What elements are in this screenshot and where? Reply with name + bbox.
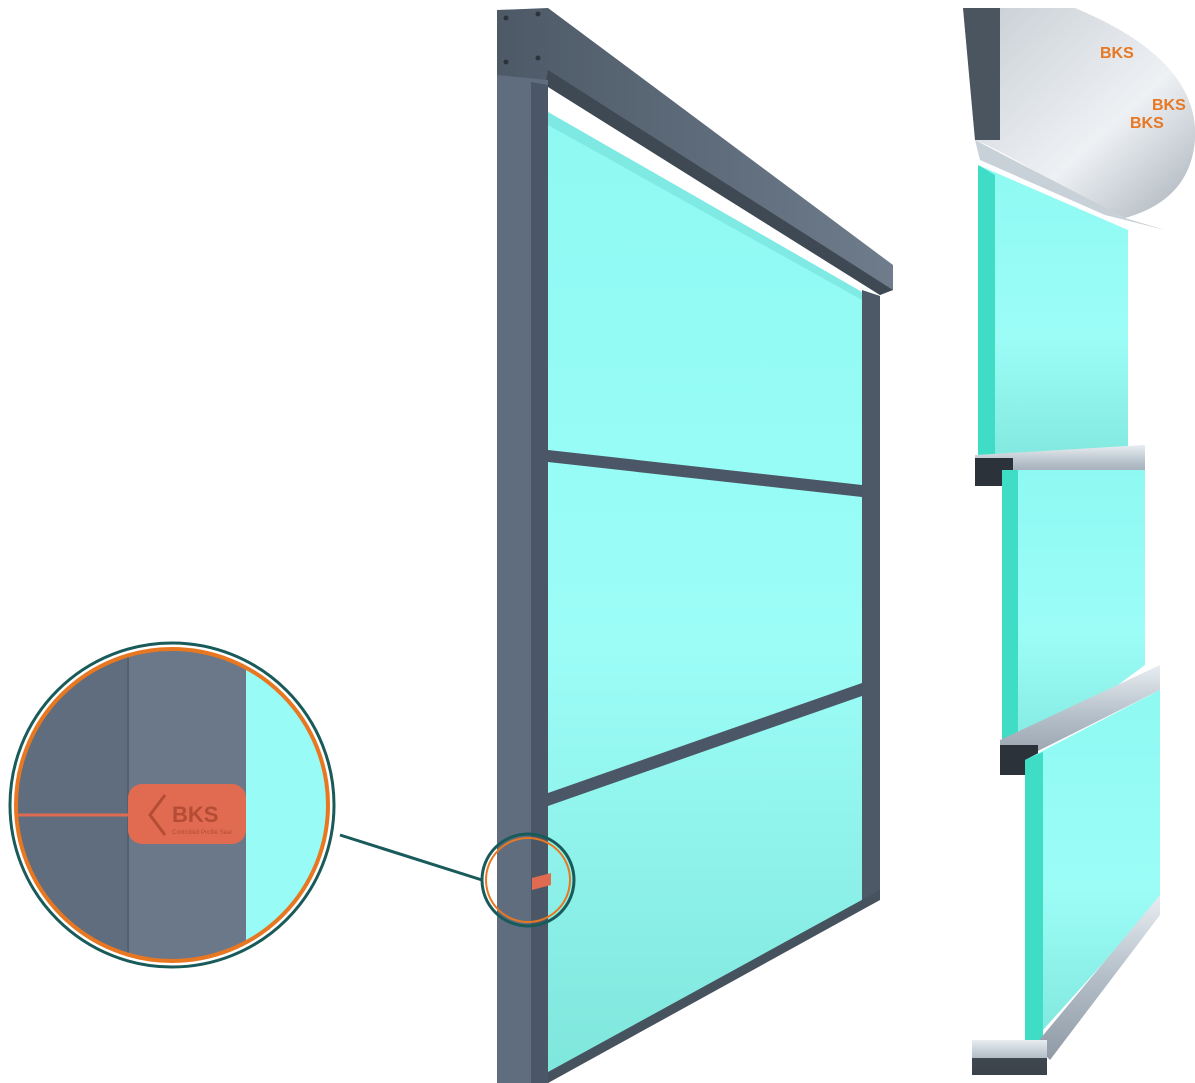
tag-caption-text: Controlled Profile Seal bbox=[172, 830, 232, 836]
glass-pane bbox=[548, 112, 862, 1083]
cassette-logo-text-2: BKS bbox=[1152, 97, 1186, 114]
right-post bbox=[862, 290, 880, 905]
rail-lower bbox=[548, 683, 862, 806]
cassette-housing bbox=[963, 8, 1195, 218]
roller-box bbox=[497, 8, 893, 295]
rail-upper bbox=[548, 450, 862, 497]
bks-logo-icon: BKS Controlled Profile Seal bbox=[128, 784, 246, 844]
bks-logo-icon: BKS BKS BKS bbox=[1100, 45, 1186, 132]
cassette-logo-text-3: BKS bbox=[1130, 115, 1164, 132]
cassette-logo-text: BKS bbox=[1100, 45, 1134, 62]
tag-brand-text: BKS bbox=[172, 802, 218, 827]
magnifier-callout-icon: BKS Controlled Profile Seal bbox=[8, 641, 576, 969]
window-frame bbox=[497, 8, 893, 1083]
profile-exploded-view: BKS BKS BKS bbox=[963, 8, 1195, 1075]
